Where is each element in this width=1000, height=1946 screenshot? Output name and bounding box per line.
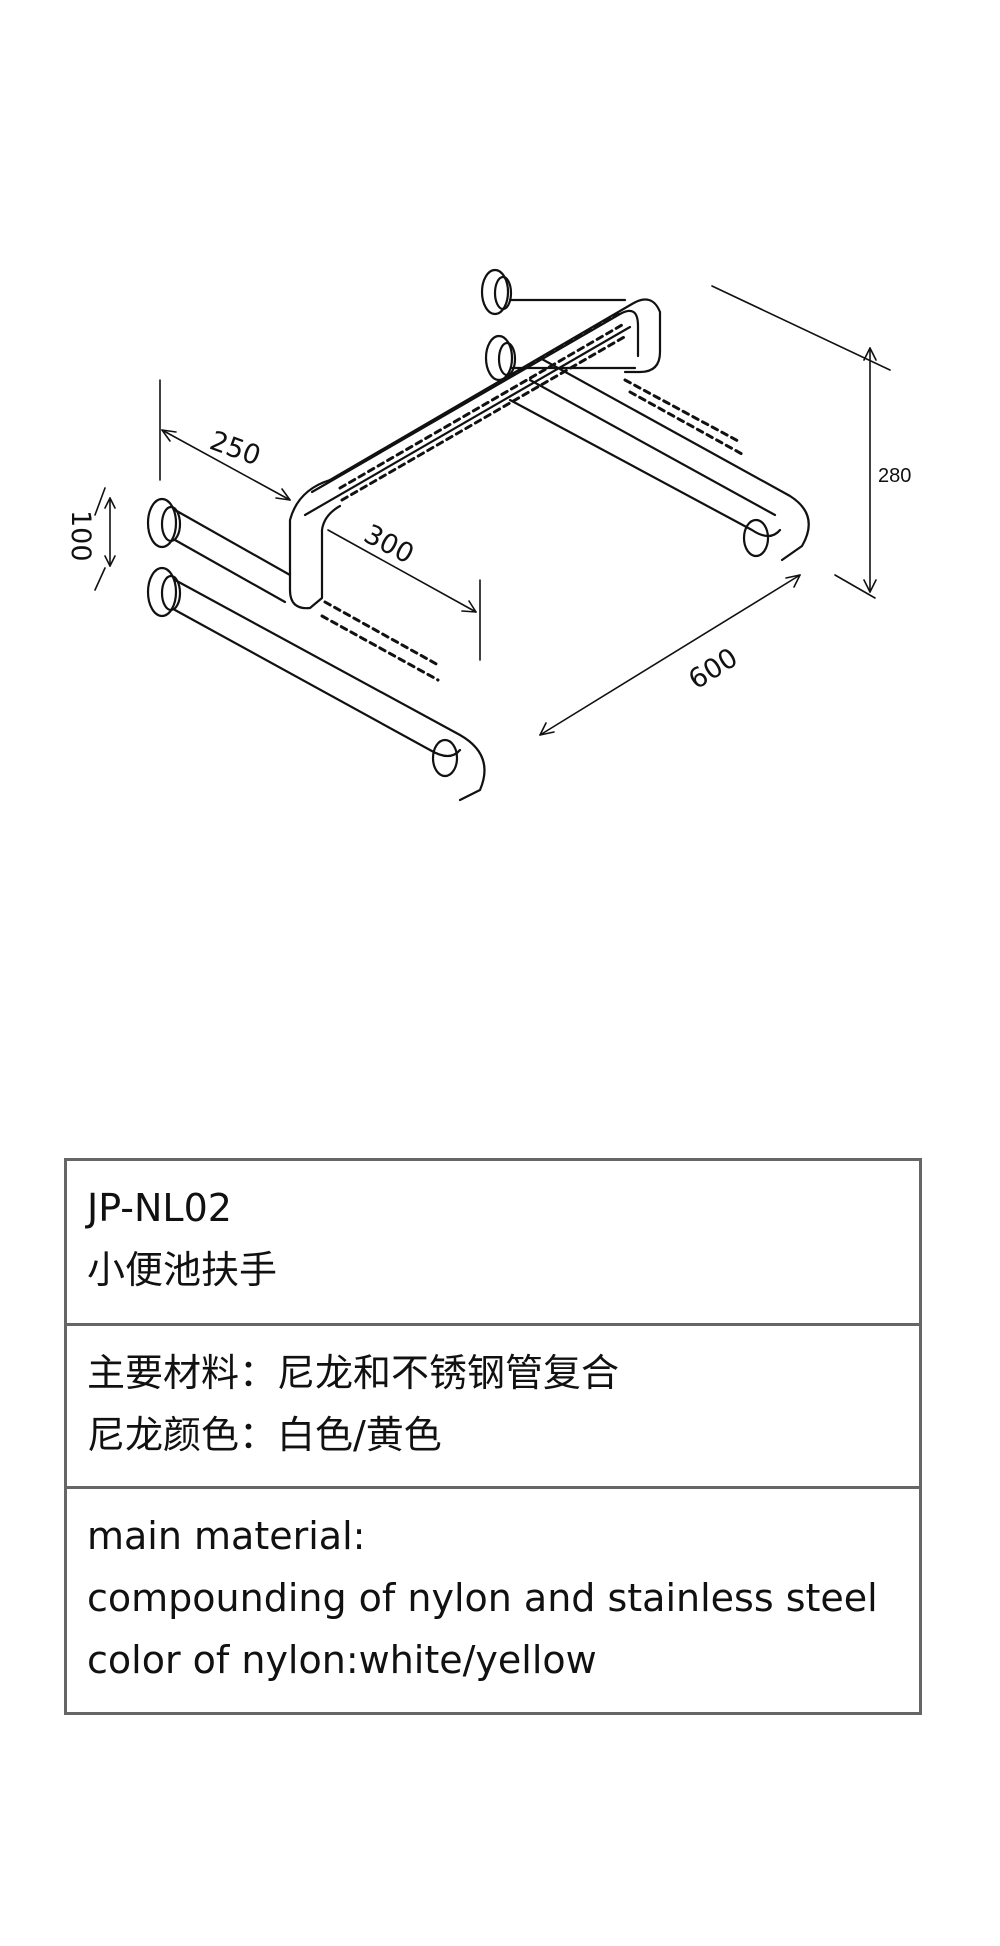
dim-600: 600 <box>683 642 743 696</box>
right-rail <box>508 356 810 562</box>
spec-row-cn: 主要材料：尼龙和不锈钢管复合 尼龙颜色：白色/黄色 <box>67 1323 919 1486</box>
spec-table: JP-NL02 小便池扶手 主要材料：尼龙和不锈钢管复合 尼龙颜色：白色/黄色 … <box>64 1158 922 1715</box>
spec-row-en: main material: compounding of nylon and … <box>67 1486 919 1712</box>
top-rail <box>288 298 662 610</box>
material-en: compounding of nylon and stainless steel <box>87 1576 878 1620</box>
dim-100: 100 <box>65 510 96 562</box>
dim-250: 250 <box>206 425 265 472</box>
back-wall-flanges <box>480 268 517 382</box>
front-rail <box>173 508 486 802</box>
spec-row-model: JP-NL02 小便池扶手 <box>67 1161 919 1323</box>
grab-bar-technical-drawing: 250 100 300 600 280 <box>65 268 911 802</box>
color-en: color of nylon:white/yellow <box>87 1638 597 1682</box>
dimension-labels: 250 100 300 600 280 <box>65 425 911 695</box>
model-number: JP-NL02 <box>87 1186 232 1230</box>
material-en-label: main material: <box>87 1514 366 1558</box>
top-rail-grip <box>336 312 628 502</box>
front-wall-flanges <box>146 497 182 618</box>
color-cn: 尼龙颜色：白色/黄色 <box>87 1413 442 1457</box>
material-cn: 主要材料：尼龙和不锈钢管复合 <box>87 1351 620 1395</box>
product-name-cn: 小便池扶手 <box>87 1248 278 1292</box>
dimension-lines <box>94 285 891 736</box>
dim-300: 300 <box>359 519 419 571</box>
dim-280: 280 <box>878 465 911 487</box>
